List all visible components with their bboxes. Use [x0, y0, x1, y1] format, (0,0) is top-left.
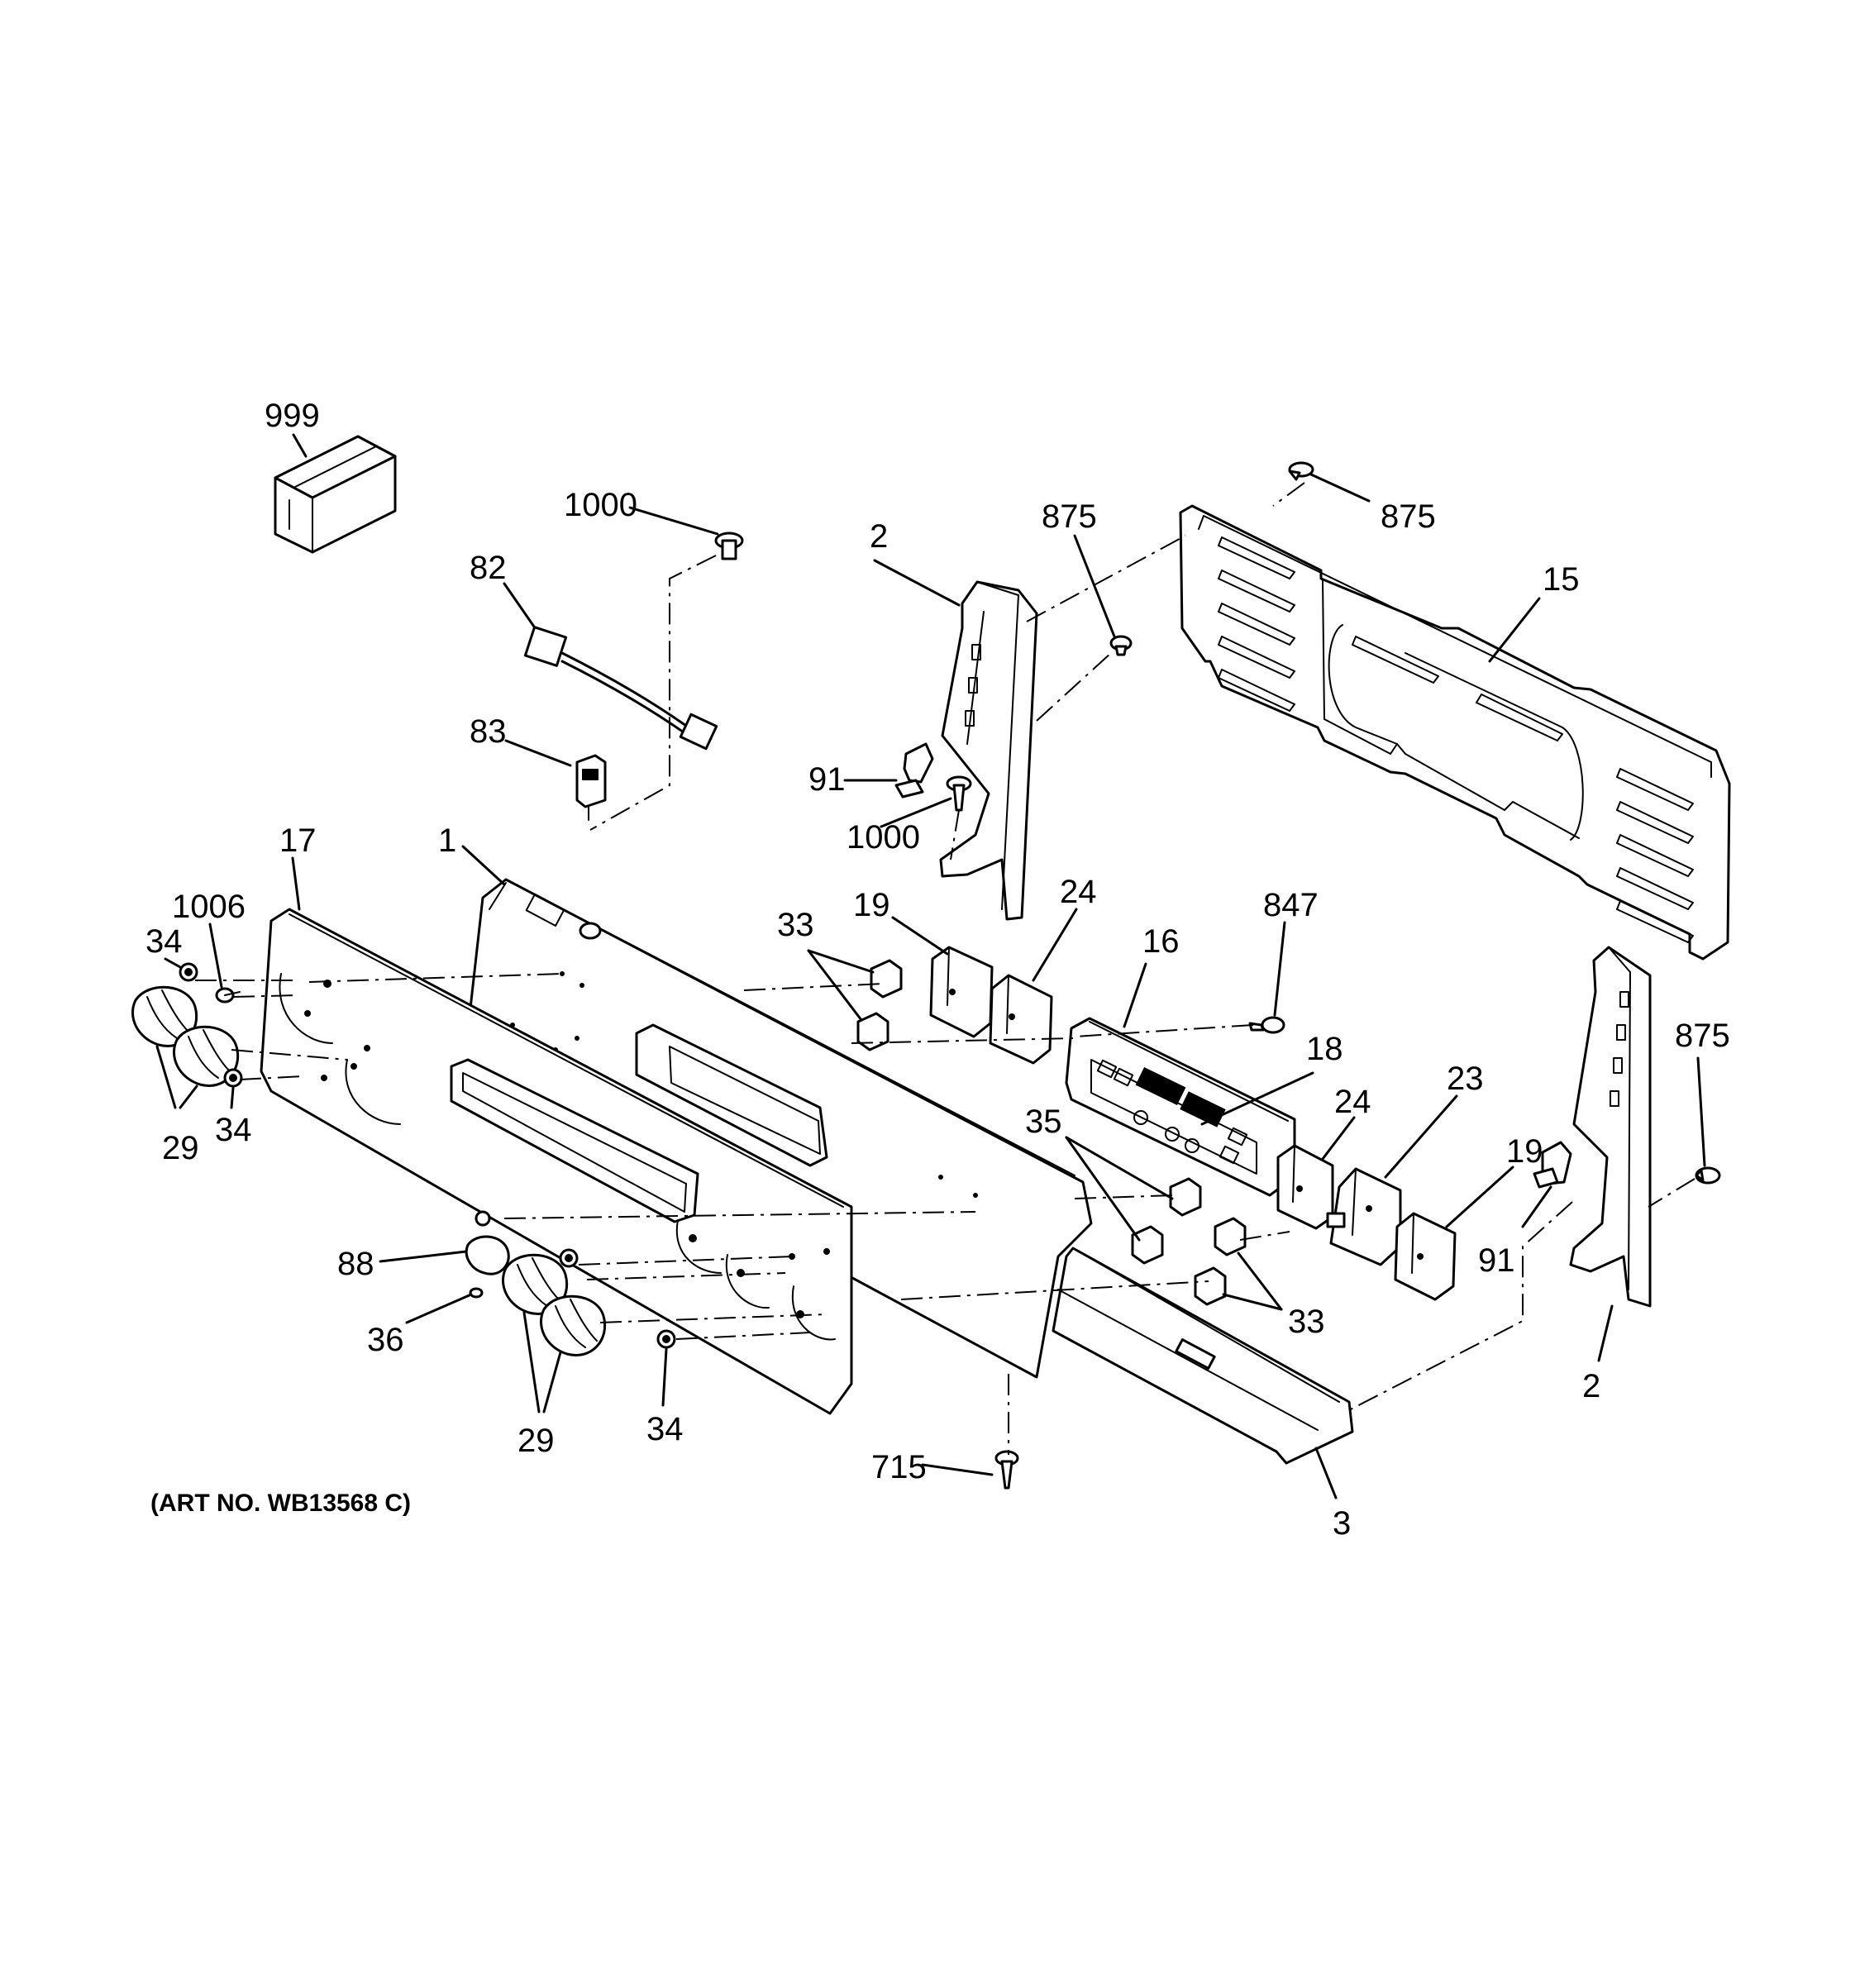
part-35-small-switch-1 — [1169, 1177, 1202, 1217]
part-1006-screw — [215, 987, 241, 1004]
part-34-nut-1 — [179, 962, 198, 982]
callout-875: 875 — [1381, 498, 1436, 535]
part-19-switch-upper — [929, 946, 994, 1038]
callout-19: 19 — [853, 887, 890, 923]
back-panel-vents-left — [1218, 536, 1295, 712]
callout-36: 36 — [367, 1322, 404, 1358]
callout-18: 18 — [1306, 1031, 1343, 1067]
back-panel-vents-right — [1616, 768, 1694, 943]
callout-847: 847 — [1263, 887, 1319, 923]
part-17-panel-overlay — [260, 908, 853, 1415]
callout-1000: 1000 — [847, 819, 920, 856]
part-847-screw — [1248, 1016, 1285, 1034]
part-23-switch — [1326, 1167, 1402, 1266]
callout-875: 875 — [1042, 498, 1097, 535]
callout-1000: 1000 — [564, 487, 637, 523]
part-34-nut-4 — [656, 1329, 676, 1349]
callout-33: 33 — [1288, 1304, 1325, 1340]
callout-715: 715 — [871, 1449, 927, 1485]
part-3-trim — [1052, 1247, 1354, 1465]
callout-35: 35 — [1025, 1104, 1062, 1140]
callout-15: 15 — [1543, 561, 1580, 598]
part-715-screw — [994, 1450, 1019, 1490]
part-33-small-switch-2 — [856, 1012, 889, 1051]
part-88-knob — [465, 1235, 510, 1275]
callout-2: 2 — [1582, 1368, 1600, 1404]
part-91-clip-left — [894, 742, 934, 799]
callout-999: 999 — [265, 398, 320, 434]
part-16-electronic-control — [1065, 1017, 1296, 1197]
part-875-screw-top — [1288, 461, 1314, 481]
callout-82: 82 — [470, 550, 507, 586]
part-83-switch — [575, 754, 607, 821]
part-88-nut — [475, 1210, 491, 1227]
callout-17: 17 — [279, 822, 317, 859]
part-82-wire-harness — [523, 626, 718, 751]
callout-1006: 1006 — [172, 889, 246, 925]
callout-91: 91 — [808, 761, 846, 798]
callout-34: 34 — [646, 1411, 684, 1447]
callout-19: 19 — [1506, 1133, 1543, 1170]
callout-34: 34 — [145, 923, 183, 960]
part-29-knob-4 — [540, 1294, 607, 1356]
assembly-lines — [195, 482, 1695, 1455]
part-875-screw-right — [1695, 1166, 1721, 1185]
part-15-back-panel — [1179, 504, 1731, 961]
callout-34: 34 — [215, 1112, 252, 1148]
callout-24: 24 — [1060, 874, 1097, 910]
part-33-small-switch-3 — [1214, 1217, 1247, 1256]
part-999-box — [274, 435, 397, 554]
callout-91: 91 — [1478, 1242, 1515, 1279]
part-34-nut-2 — [223, 1068, 243, 1088]
leader-lines — [155, 433, 1706, 1499]
callout-1: 1 — [438, 822, 456, 859]
callout-33: 33 — [777, 907, 814, 943]
callout-23: 23 — [1447, 1061, 1484, 1097]
callout-83: 83 — [470, 713, 507, 750]
part-34-nut-3 — [559, 1248, 579, 1268]
part-2-side-bracket-left — [939, 580, 1038, 921]
callout-24: 24 — [1334, 1084, 1371, 1120]
callout-labels: 999 1000 82 83 2 875 875 15 91 1000 1 17… — [145, 398, 1730, 1542]
part-1000-screw-top — [714, 532, 744, 560]
callout-88: 88 — [337, 1246, 374, 1282]
part-875-screw-bracket — [1109, 635, 1133, 656]
part-19-switch-lower — [1394, 1212, 1457, 1301]
part-36-pin — [469, 1287, 484, 1299]
part-35-small-switch-2 — [1131, 1225, 1164, 1265]
part-33-small-switch-1 — [870, 959, 903, 999]
part-1000-screw-bracket — [946, 775, 972, 812]
callout-3: 3 — [1333, 1505, 1351, 1542]
callout-875: 875 — [1675, 1018, 1730, 1054]
part-24-switch-upper — [989, 974, 1053, 1065]
part-33-small-switch-4 — [1194, 1266, 1227, 1306]
callout-29: 29 — [517, 1423, 555, 1459]
callout-16: 16 — [1142, 923, 1180, 960]
part-2-side-bracket-right — [1569, 946, 1652, 1308]
callout-29: 29 — [162, 1130, 199, 1166]
part-91-clip-right — [1533, 1141, 1572, 1189]
art-number-caption: (ART NO. WB13568 C) — [150, 1490, 411, 1517]
callout-2: 2 — [870, 518, 888, 555]
